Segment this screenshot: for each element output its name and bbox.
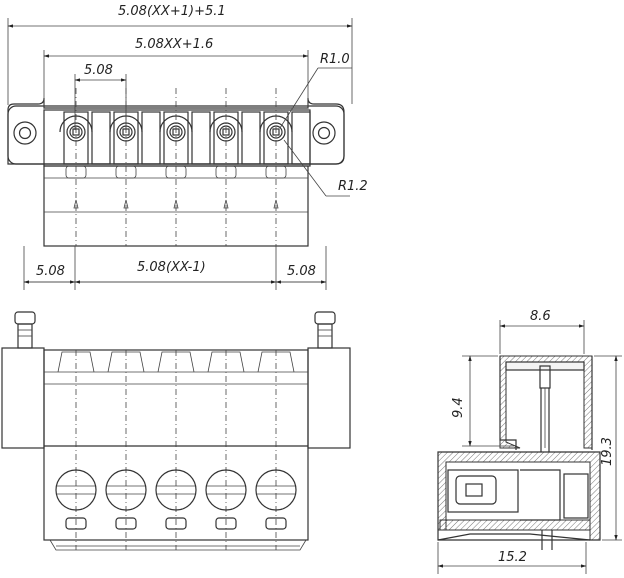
side-view xyxy=(437,355,601,550)
top-dimensions: 5.08(XX+1)+5.1 5.08XX+1.6 5.08 R1.0 R1.2… xyxy=(7,4,368,290)
right-post xyxy=(314,311,336,349)
pin-span-label: 5.08XX+1.6 xyxy=(135,37,213,52)
front-pin-2 xyxy=(105,350,147,550)
right-mounting-hole xyxy=(312,121,336,145)
front-view-pins xyxy=(55,350,297,550)
side-top-width-label: 8.6 xyxy=(530,309,551,324)
radius-top-label: R1.0 xyxy=(320,52,350,67)
overall-width-label: 5.08(XX+1)+5.1 xyxy=(118,4,226,19)
right-offset-label: 5.08 xyxy=(287,264,316,279)
front-pin-5 xyxy=(255,350,297,550)
radius-bottom-label: R1.2 xyxy=(338,179,368,194)
left-offset-label: 5.08 xyxy=(36,264,65,279)
top-view xyxy=(7,88,345,247)
top-pin-3 xyxy=(159,88,211,246)
left-mounting-hole xyxy=(13,121,37,145)
side-height-small-label: 9.4 xyxy=(451,397,466,418)
side-height-total-label: 19.3 xyxy=(600,437,615,466)
front-pin-3 xyxy=(155,350,197,550)
side-bottom-width-label: 15.2 xyxy=(498,550,527,565)
top-view-pins xyxy=(59,88,311,246)
front-view xyxy=(1,311,351,551)
front-pin-1 xyxy=(55,350,97,550)
side-dimensions: 8.6 9.4 19.3 15.2 xyxy=(437,309,622,574)
middle-span-label: 5.08(XX-1) xyxy=(137,260,206,275)
front-pin-4 xyxy=(205,350,247,550)
top-pin-4 xyxy=(209,88,261,246)
top-pin-1 xyxy=(59,88,111,246)
left-post xyxy=(14,311,36,349)
top-pin-5 xyxy=(259,88,311,246)
pitch-label: 5.08 xyxy=(84,63,113,78)
top-pin-2 xyxy=(109,88,161,246)
